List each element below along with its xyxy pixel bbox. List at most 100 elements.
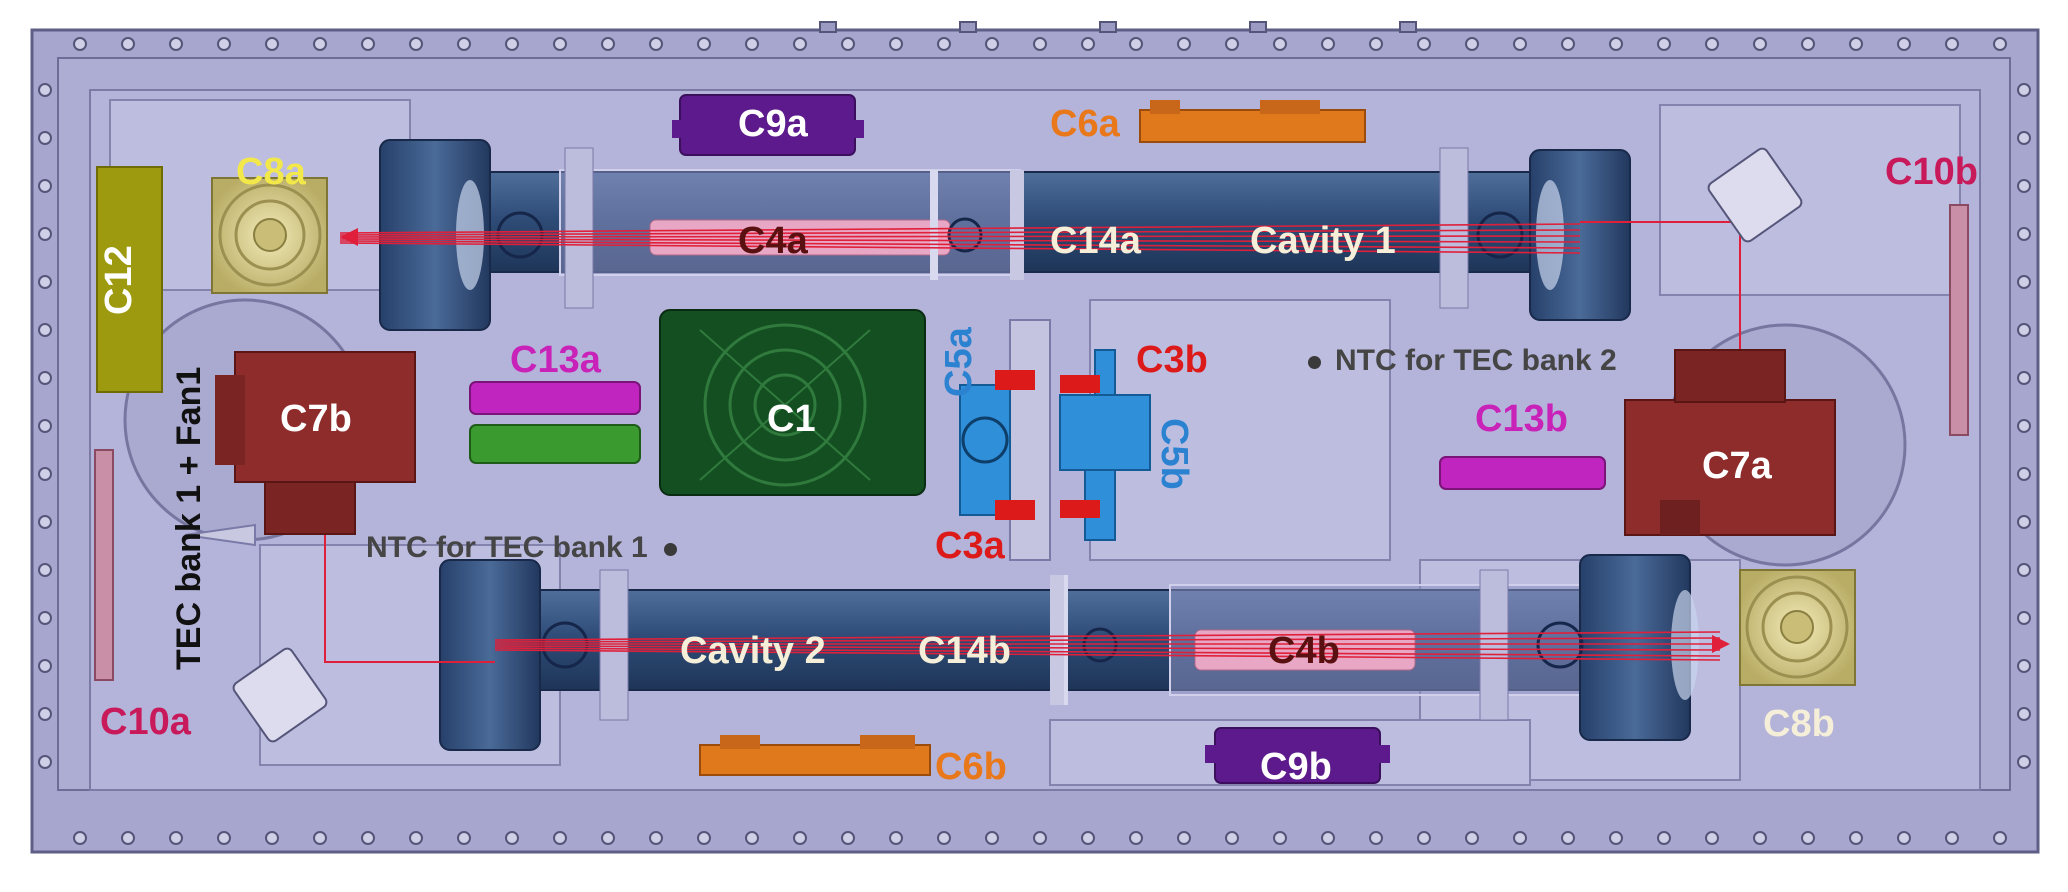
- label-c3b: C3b: [1136, 339, 1208, 381]
- c1-board: [659, 309, 926, 496]
- frame-screw: [1801, 831, 1815, 845]
- frame-screw: [553, 831, 567, 845]
- frame-screw: [2017, 659, 2031, 673]
- frame-screw: [1945, 37, 1959, 51]
- frame-screw: [2017, 179, 2031, 193]
- frame-screw: [1081, 37, 1095, 51]
- label-c9a: C9a: [738, 103, 808, 145]
- frame-screw: [1849, 831, 1863, 845]
- c10-connectors: [94, 204, 1969, 681]
- c13b-bracket: [1439, 456, 1606, 490]
- frame-screw: [1321, 831, 1335, 845]
- frame-screws: [38, 37, 2031, 845]
- frame-screw: [2017, 275, 2031, 289]
- label-c6b: C6b: [935, 746, 1007, 788]
- frame-screw: [121, 37, 135, 51]
- frame-screw: [217, 37, 231, 51]
- frame-screw: [889, 37, 903, 51]
- frame-screw: [1465, 831, 1479, 845]
- frame-screw: [1897, 37, 1911, 51]
- frame-screw: [1081, 831, 1095, 845]
- frame-screw: [745, 831, 759, 845]
- frame-screw: [1129, 831, 1143, 845]
- label-c8b: C8b: [1763, 703, 1835, 745]
- frame-screw: [937, 37, 951, 51]
- label-c3a: C3a: [935, 525, 1005, 567]
- frame-screw: [1993, 831, 2007, 845]
- label-cavity-1: Cavity 1: [1250, 220, 1396, 262]
- frame-screw: [73, 37, 87, 51]
- label-c9b: C9b: [1260, 746, 1332, 788]
- frame-screw: [2017, 419, 2031, 433]
- frame-screw: [1321, 37, 1335, 51]
- label-cavity-2: Cavity 2: [680, 630, 826, 672]
- frame-screw: [601, 37, 615, 51]
- frame-screw: [38, 659, 52, 673]
- frame-screw: [409, 37, 423, 51]
- c7a-block: [1624, 349, 1836, 536]
- frame-screw: [38, 131, 52, 145]
- label-c10b: C10b: [1885, 151, 1978, 193]
- label-c5a: C5a: [938, 327, 980, 397]
- label-c14a: C14a: [1050, 220, 1141, 262]
- frame-screw: [1465, 37, 1479, 51]
- frame-screw: [985, 831, 999, 845]
- frame-screw: [2017, 83, 2031, 97]
- frame-screw: [1177, 37, 1191, 51]
- c8b-fan: [1739, 569, 1856, 686]
- label-c8a: C8a: [236, 151, 306, 193]
- frame-screw: [1369, 37, 1383, 51]
- frame-screw: [1849, 37, 1863, 51]
- frame-screw: [169, 37, 183, 51]
- ntc-bank1-dot: [663, 542, 677, 556]
- frame-screw: [1369, 831, 1383, 845]
- frame-screw: [2017, 707, 2031, 721]
- frame-screw: [1801, 37, 1815, 51]
- label-c14b: C14b: [918, 630, 1011, 672]
- label-ntc-bank2: NTC for TEC bank 2: [1308, 346, 1617, 376]
- frame-screw: [313, 37, 327, 51]
- label-c12: C12: [98, 245, 140, 315]
- frame-screw: [2017, 515, 2031, 529]
- c8a-fan: [211, 177, 328, 294]
- frame-screw: [457, 831, 471, 845]
- frame-screw: [313, 831, 327, 845]
- frame-screw: [1657, 37, 1671, 51]
- frame-screw: [38, 563, 52, 577]
- label-c7b: C7b: [280, 398, 352, 440]
- frame-screw: [1033, 831, 1047, 845]
- frame-screw: [745, 37, 759, 51]
- frame-screw: [1417, 831, 1431, 845]
- frame-screw: [38, 467, 52, 481]
- frame-screw: [2017, 467, 2031, 481]
- label-c4a: C4a: [738, 220, 808, 262]
- frame-screw: [1753, 37, 1767, 51]
- c6b-board: [699, 735, 931, 776]
- frame-screw: [2017, 611, 2031, 625]
- label-c5b: C5b: [1153, 418, 1195, 490]
- frame-screw: [553, 37, 567, 51]
- frame-screw: [2017, 227, 2031, 241]
- label-c7a: C7a: [1702, 445, 1772, 487]
- frame-screw: [1225, 831, 1239, 845]
- frame-screw: [1513, 37, 1527, 51]
- c13a-top-bracket: [469, 381, 641, 415]
- frame-screw: [697, 831, 711, 845]
- laser-arrow-2: [1712, 635, 1730, 653]
- frame-screw: [889, 831, 903, 845]
- frame-screw: [457, 37, 471, 51]
- c5-assembly: [959, 319, 1151, 561]
- frame-screw: [38, 227, 52, 241]
- frame-screw: [1273, 37, 1287, 51]
- mirror-mounts: [232, 147, 1803, 743]
- frame-screw: [985, 37, 999, 51]
- frame-screw: [841, 37, 855, 51]
- frame-screw: [505, 37, 519, 51]
- ntc-bank2-text: NTC for TEC bank 2: [1335, 344, 1617, 377]
- laser-cone: [184, 523, 256, 547]
- label-c4b: C4b: [1268, 630, 1340, 672]
- frame-screw: [793, 831, 807, 845]
- frame-screw: [1705, 37, 1719, 51]
